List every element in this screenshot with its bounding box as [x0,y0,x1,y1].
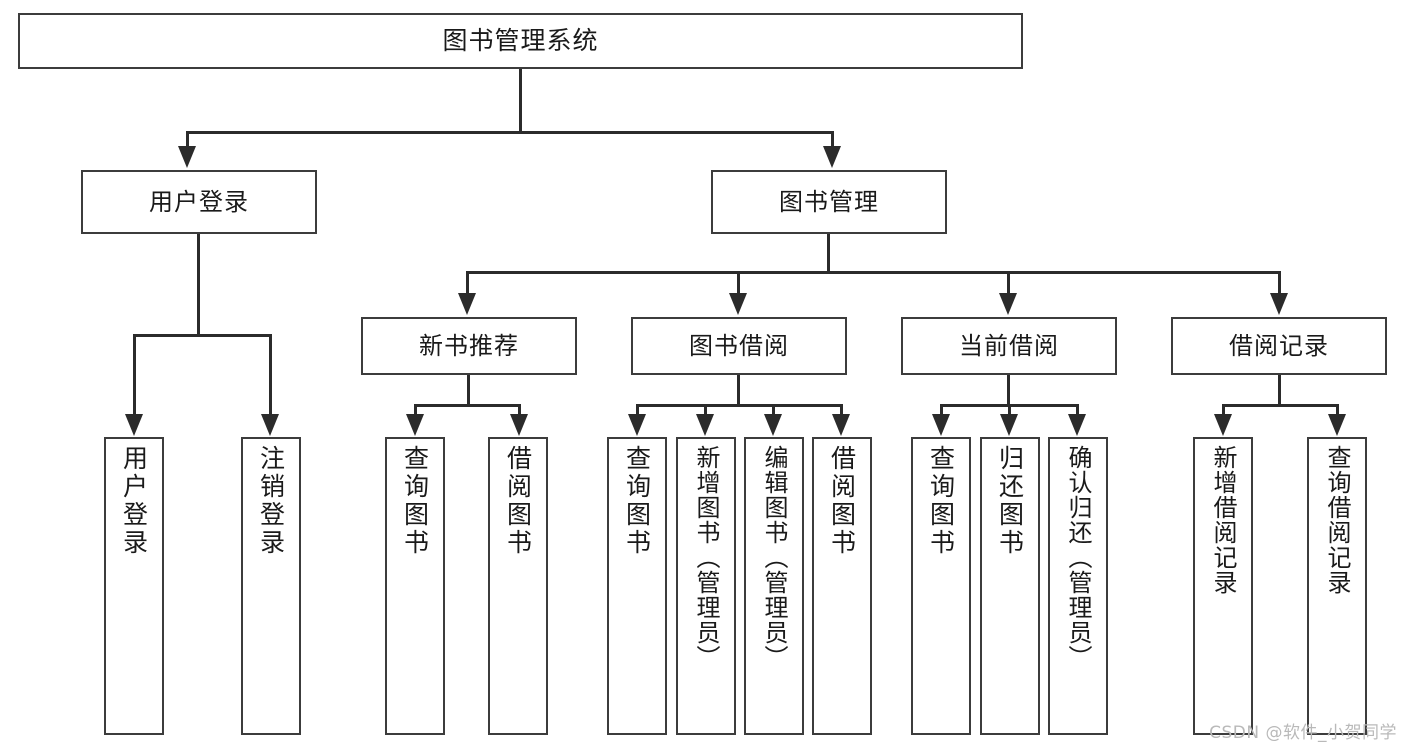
node-label: 归还图书 [995,445,1025,557]
connector-user-login-drop-2 [269,334,272,416]
arrowhead-root-to-user-login [178,146,196,168]
node-label: 用户登录 [149,187,249,216]
connector-level3-drop-3 [1007,271,1010,295]
connector-root-drop-2 [831,131,834,148]
arrowhead-book-borrow-leaf-4 [832,414,850,436]
node-label: 新增图书（管理员） [692,445,720,670]
leaf-user-login[interactable]: 用户登录 [104,437,164,735]
node-label: 用户登录 [119,445,149,557]
arrowhead-to-current-borrow [999,293,1017,315]
node-label: 图书管理 [779,187,879,216]
arrowhead-book-borrow-leaf-1 [628,414,646,436]
node-label: 查询图书 [926,445,956,557]
arrowhead-new-book-leaf-1 [406,414,424,436]
connector-new-book-stem [467,375,470,406]
node-label: 借阅图书 [503,445,533,557]
arrowhead-current-borrow-leaf-2 [1000,414,1018,436]
arrowhead-to-book-borrow [729,293,747,315]
connector-book-borrow-drop-1 [636,404,639,416]
connector-new-book-drop-2 [518,404,521,416]
node-label: 确认归还（管理员） [1064,445,1092,670]
node-label: 查询图书 [622,445,652,557]
connector-user-login-stem [197,234,200,336]
connector-book-borrow-drop-3 [772,404,775,416]
node-label: 查询图书 [400,445,430,557]
leaf-current-borrow-confirm-return-admin[interactable]: 确认归还（管理员） [1048,437,1108,735]
connector-root-drop-1 [186,131,189,148]
connector-borrow-record-bus [1222,404,1339,407]
connector-new-book-bus [414,404,521,407]
connector-user-login-drop-1 [133,334,136,416]
leaf-borrow-record-query-record[interactable]: 查询借阅记录 [1307,437,1367,735]
node-label: 新增借阅记录 [1209,445,1237,595]
connector-root-bus [186,131,833,134]
node-label: 注销登录 [256,445,286,557]
connector-current-borrow-stem [1007,375,1010,406]
connector-current-borrow-drop-1 [940,404,943,416]
node-label: 借阅记录 [1229,331,1329,360]
connector-borrow-record-stem [1278,375,1281,406]
node-current-borrow[interactable]: 当前借阅 [901,317,1117,375]
node-label: 图书管理系统 [442,26,599,56]
arrowhead-to-new-book-recommend [458,293,476,315]
arrowhead-current-borrow-leaf-3 [1068,414,1086,436]
node-book-management[interactable]: 图书管理 [711,170,947,234]
node-label: 编辑图书（管理员） [760,445,788,670]
connector-level3-drop-4 [1278,271,1281,295]
node-new-book-recommend[interactable]: 新书推荐 [361,317,577,375]
leaf-borrow-record-add-record[interactable]: 新增借阅记录 [1193,437,1253,735]
leaf-logout[interactable]: 注销登录 [241,437,301,735]
leaf-book-borrow-borrow-book[interactable]: 借阅图书 [812,437,872,735]
leaf-new-book-borrow-book[interactable]: 借阅图书 [488,437,548,735]
connector-new-book-drop-1 [414,404,417,416]
connector-level3-bus [466,271,1281,274]
leaf-book-borrow-query-book[interactable]: 查询图书 [607,437,667,735]
node-borrow-record[interactable]: 借阅记录 [1171,317,1387,375]
arrowhead-current-borrow-leaf-1 [932,414,950,436]
connector-user-login-bus [133,334,272,337]
leaf-book-borrow-add-book-admin[interactable]: 新增图书（管理员） [676,437,736,735]
node-user-login[interactable]: 用户登录 [81,170,317,234]
connector-level3-drop-2 [737,271,740,295]
connector-current-borrow-drop-2 [1008,404,1011,416]
arrowhead-new-book-leaf-2 [510,414,528,436]
node-label: 新书推荐 [419,331,519,360]
leaf-book-borrow-edit-book-admin[interactable]: 编辑图书（管理员） [744,437,804,735]
node-root-library-management-system[interactable]: 图书管理系统 [18,13,1023,69]
connector-borrow-record-drop-1 [1222,404,1225,416]
connector-root-stem [519,69,522,131]
connector-book-borrow-bus [636,404,842,407]
connector-book-management-stem [827,234,830,272]
arrowhead-to-logout-leaf [261,414,279,436]
watermark: CSDN @软件_小贺同学 [1209,723,1397,743]
leaf-new-book-query-book[interactable]: 查询图书 [385,437,445,735]
connector-book-borrow-drop-4 [840,404,843,416]
arrowhead-book-borrow-leaf-3 [764,414,782,436]
leaf-current-borrow-query-book[interactable]: 查询图书 [911,437,971,735]
node-label: 图书借阅 [689,331,789,360]
leaf-current-borrow-return-book[interactable]: 归还图书 [980,437,1040,735]
connector-borrow-record-drop-2 [1336,404,1339,416]
arrowhead-book-borrow-leaf-2 [696,414,714,436]
connector-book-borrow-stem [737,375,740,406]
node-label: 查询借阅记录 [1323,445,1351,595]
connector-level3-drop-1 [466,271,469,295]
node-book-borrow[interactable]: 图书借阅 [631,317,847,375]
node-label: 借阅图书 [827,445,857,557]
connector-book-borrow-drop-2 [704,404,707,416]
arrowhead-borrow-record-leaf-1 [1214,414,1232,436]
arrowhead-to-borrow-record [1270,293,1288,315]
connector-current-borrow-drop-3 [1076,404,1079,416]
arrowhead-to-user-login-leaf [125,414,143,436]
node-label: 当前借阅 [959,331,1059,360]
arrowhead-root-to-book-management [823,146,841,168]
arrowhead-borrow-record-leaf-2 [1328,414,1346,436]
